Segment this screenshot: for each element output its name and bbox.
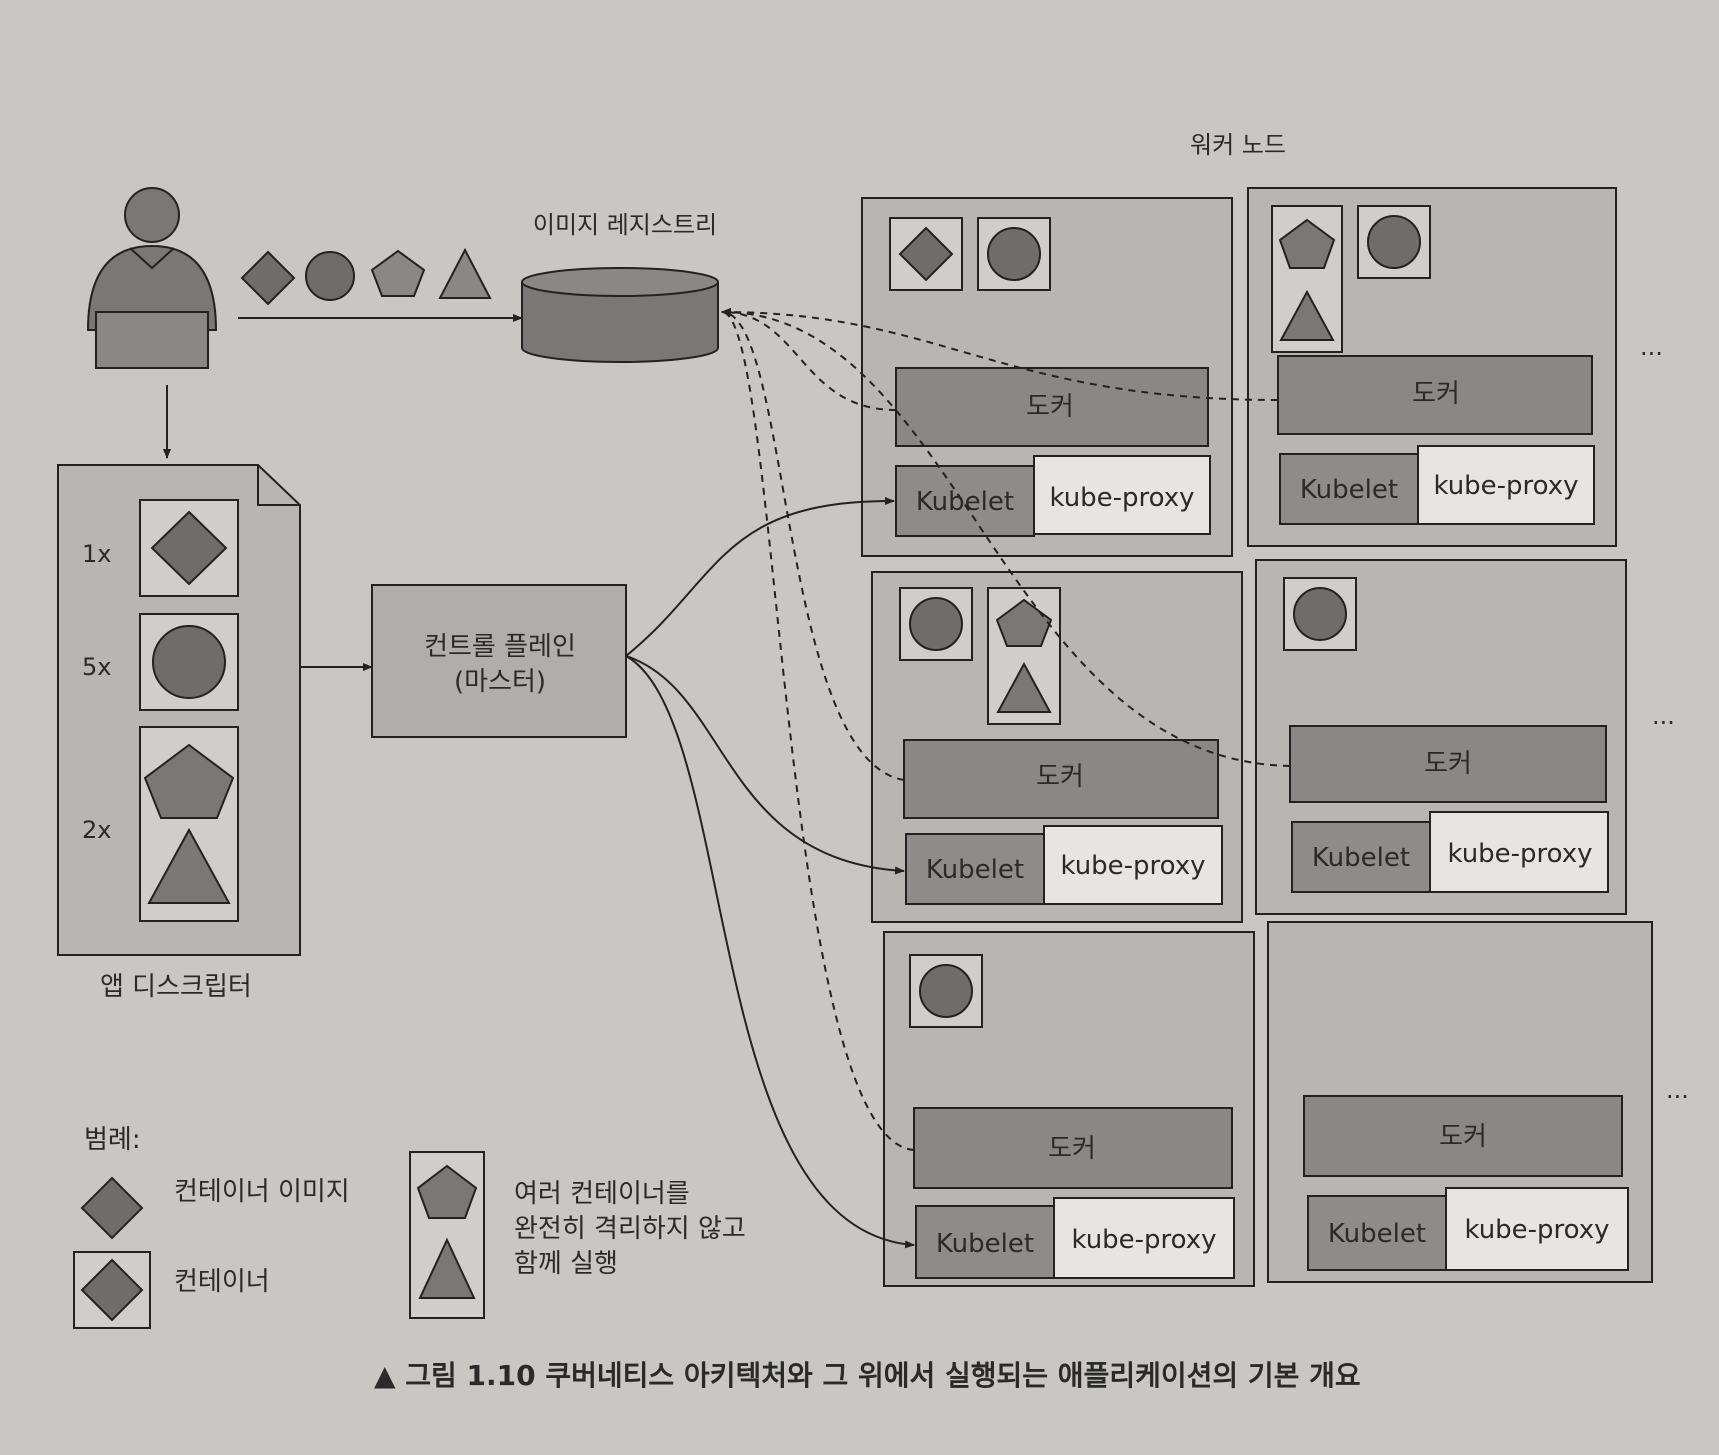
docker-label: 도커 xyxy=(1439,1122,1487,1152)
count-5x: 5x xyxy=(82,653,111,681)
pentagon-icon xyxy=(1278,218,1336,269)
diamond-icon xyxy=(150,510,228,586)
kubelet-label: Kubelet xyxy=(926,855,1024,885)
pentagon-icon xyxy=(370,249,426,297)
diamond-icon xyxy=(898,226,954,282)
pushed-images xyxy=(240,247,492,306)
developer-figure xyxy=(86,187,218,369)
circle-icon xyxy=(909,597,963,651)
docker-label: 도커 xyxy=(1412,379,1460,409)
control-plane-box xyxy=(371,584,627,738)
kube-proxy-label: kube-proxy xyxy=(1060,851,1205,881)
circle-icon xyxy=(987,227,1041,281)
diamond-icon xyxy=(80,1258,144,1322)
kube-proxy-label: kube-proxy xyxy=(1464,1215,1609,1245)
pentagon-icon xyxy=(143,743,235,819)
triangle-icon xyxy=(147,827,231,904)
worker-node-6 xyxy=(1267,921,1653,1283)
image-registry-cylinder xyxy=(521,267,719,363)
legend-multi-line2: 완전히 격리하지 않고 xyxy=(514,1214,746,1244)
kubelet-label: Kubelet xyxy=(1300,475,1398,505)
control-plane-label: 컨트롤 플레인 xyxy=(424,632,576,662)
docker-label: 도커 xyxy=(1026,392,1074,422)
triangle-icon xyxy=(996,661,1052,713)
worker-nodes-label: 워커 노드 xyxy=(1190,131,1286,159)
app-descriptor-label: 앱 디스크립터 xyxy=(100,972,252,1002)
circle-icon xyxy=(919,964,973,1018)
image-pull-connectors xyxy=(721,308,1291,1151)
circle-icon xyxy=(1367,215,1421,269)
kubelet-label: Kubelet xyxy=(1328,1219,1426,1249)
control-plane-sublabel: (마스터) xyxy=(454,667,546,697)
kube-proxy-label: kube-proxy xyxy=(1433,471,1578,501)
worker-node-5 xyxy=(883,931,1255,1287)
pentagon-icon xyxy=(995,598,1053,647)
pentagon-icon xyxy=(416,1164,478,1219)
ellipsis: ... xyxy=(1652,702,1675,730)
diamond-icon xyxy=(240,250,296,306)
worker-node-1 xyxy=(861,197,1233,557)
triangle-icon xyxy=(418,1237,476,1299)
legend-container-image: 컨테이너 이미지 xyxy=(174,1177,350,1207)
worker-node-2 xyxy=(1247,187,1617,547)
legend-multi-line1: 여러 컨테이너를 xyxy=(514,1179,690,1209)
circle-icon xyxy=(305,251,355,301)
diamond-icon xyxy=(80,1176,144,1240)
docker-label: 도커 xyxy=(1036,762,1084,792)
legend-title: 범례: xyxy=(84,1125,141,1155)
kube-proxy-label: kube-proxy xyxy=(1049,483,1194,513)
ellipsis: ... xyxy=(1666,1076,1689,1104)
image-registry-label: 이미지 레지스트리 xyxy=(533,211,717,239)
kubelet-label: Kubelet xyxy=(916,487,1014,517)
control-plane-connectors xyxy=(625,496,915,1249)
worker-node-3 xyxy=(871,571,1243,923)
kubelet-label: Kubelet xyxy=(1312,843,1410,873)
kubelet-label: Kubelet xyxy=(936,1229,1034,1259)
triangle-icon xyxy=(438,247,492,299)
figure-caption: ▲ 그림 1.10 쿠버네티스 아키텍처와 그 위에서 실행되는 애플리케이션의… xyxy=(374,1359,1361,1392)
legend xyxy=(73,1151,485,1329)
count-2x: 2x xyxy=(82,816,111,844)
docker-label: 도커 xyxy=(1424,749,1472,779)
docker-label: 도커 xyxy=(1048,1134,1096,1164)
kube-proxy-label: kube-proxy xyxy=(1071,1225,1216,1255)
triangle-icon xyxy=(1279,289,1335,341)
circle-icon xyxy=(152,625,226,699)
legend-container: 컨테이너 xyxy=(174,1267,270,1297)
circle-icon xyxy=(1293,587,1347,641)
app-descriptor xyxy=(57,464,301,956)
ellipsis: ... xyxy=(1640,333,1663,361)
worker-node-4 xyxy=(1255,559,1627,915)
kube-proxy-label: kube-proxy xyxy=(1447,839,1592,869)
count-1x: 1x xyxy=(82,540,111,568)
legend-multi-line3: 함께 실행 xyxy=(514,1249,618,1279)
